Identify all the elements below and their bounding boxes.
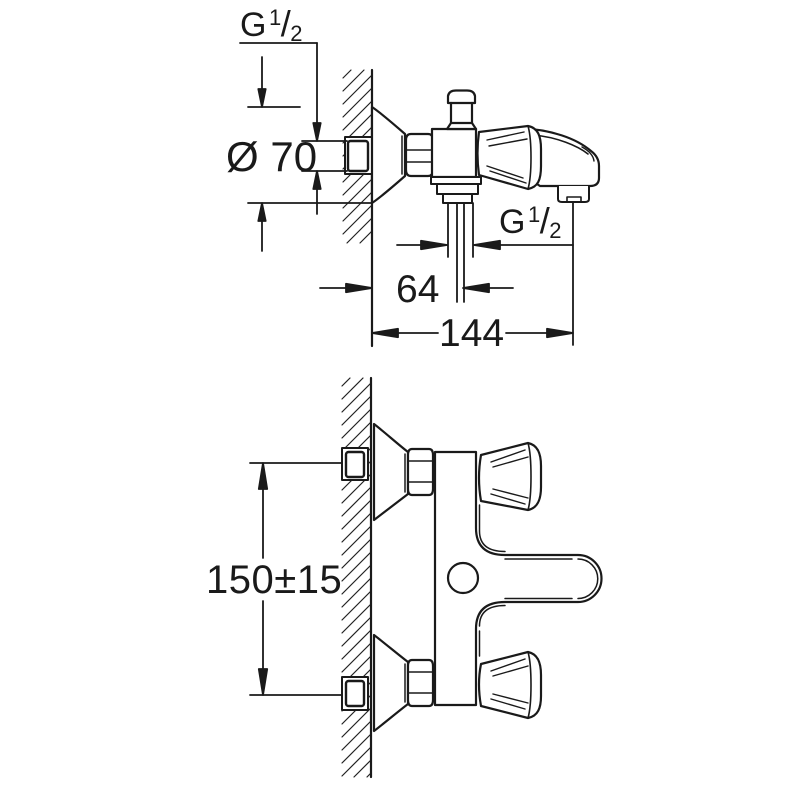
dimension-escutcheon-diameter bbox=[247, 56, 373, 252]
label-total-projection: 144 bbox=[439, 312, 505, 355]
wall-union-fitting-top bbox=[341, 447, 369, 481]
escutcheon-top-front-view bbox=[372, 422, 410, 522]
valve-body-side-view bbox=[430, 127, 478, 179]
hex-nut-top-front-view bbox=[406, 447, 435, 497]
label-outlet-thread: G1/2 bbox=[499, 203, 562, 242]
aerator-side-view bbox=[557, 185, 590, 203]
label-wall-thread: G1/2 bbox=[240, 6, 303, 45]
handle-bottom-front-view bbox=[477, 650, 543, 720]
label-escutcheon-diameter: Ø 70 bbox=[226, 133, 318, 180]
thread-numerator: 1 bbox=[268, 4, 282, 30]
escutcheon-side-view bbox=[370, 105, 407, 205]
hex-nut-side-view bbox=[404, 132, 435, 178]
wall-union-fitting-side-view bbox=[344, 136, 373, 175]
thread-letter: G bbox=[499, 203, 526, 241]
diverter-knob-side-view bbox=[445, 89, 478, 131]
hex-nut-bottom-front-view bbox=[406, 658, 435, 708]
diverter-front-view bbox=[446, 561, 480, 595]
dimension-connection-distance bbox=[249, 462, 343, 696]
mixer-body-front-view bbox=[433, 450, 603, 707]
dimension-outlet-thread bbox=[396, 239, 574, 251]
thread-slash: / bbox=[280, 3, 292, 44]
handle-top-front-view bbox=[477, 441, 543, 512]
shower-outlet-side-view bbox=[430, 176, 482, 303]
thread-denominator: 2 bbox=[549, 217, 562, 243]
escutcheon-bottom-front-view bbox=[372, 633, 410, 733]
wall-union-fitting-bottom bbox=[341, 676, 369, 711]
dimension-144 bbox=[371, 202, 574, 346]
shower-hose-lines bbox=[456, 202, 465, 303]
dimension-64 bbox=[319, 282, 514, 294]
label-outlet-offset: 64 bbox=[396, 268, 440, 311]
thread-numerator: 1 bbox=[527, 201, 541, 227]
label-connection-distance: 150±15 bbox=[206, 558, 343, 602]
thread-slash: / bbox=[539, 200, 551, 241]
handle-side-view bbox=[476, 124, 543, 191]
wall-hatch-front-view bbox=[341, 377, 372, 778]
thread-letter: G bbox=[240, 6, 267, 44]
dimension-wall-thread bbox=[239, 42, 348, 215]
thread-denominator: 2 bbox=[290, 20, 303, 46]
